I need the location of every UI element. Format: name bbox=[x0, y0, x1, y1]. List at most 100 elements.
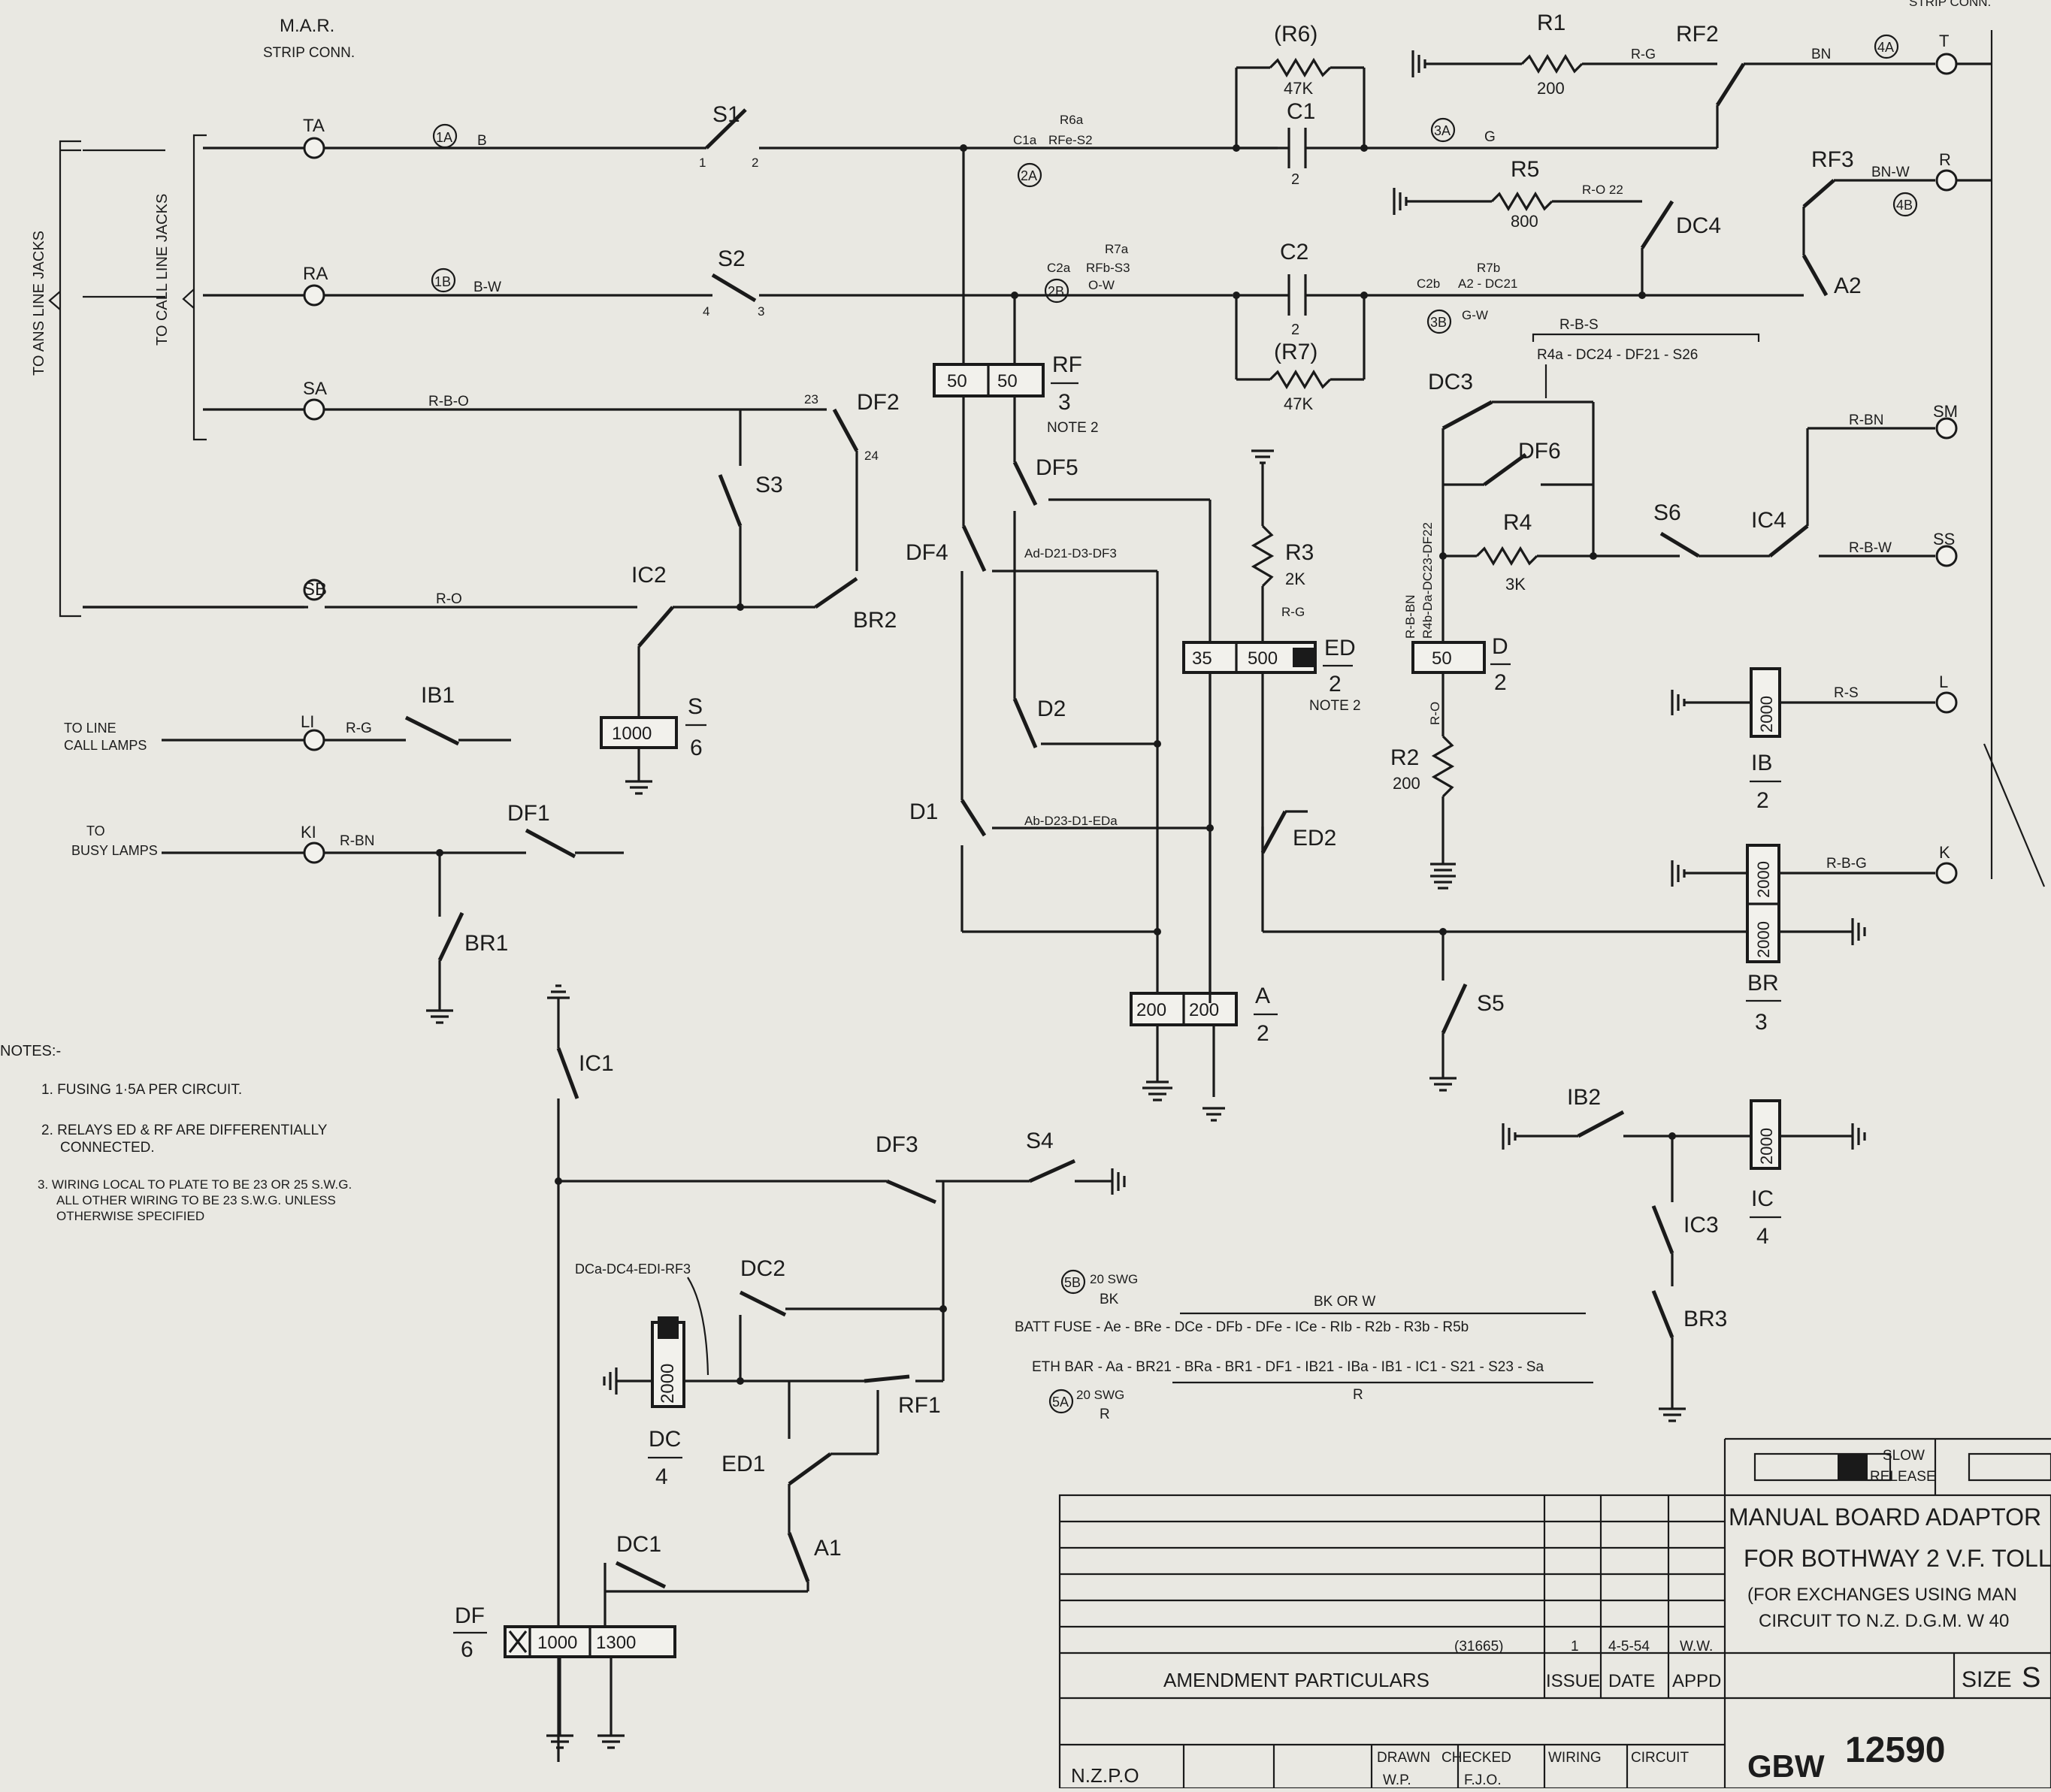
ring-tag-5b: 5B bbox=[1060, 1269, 1086, 1295]
svg-text:DATE: DATE bbox=[1608, 1671, 1655, 1691]
wire-d1-note: Ab-D23-D1-EDa bbox=[1024, 814, 1118, 828]
call-jacks-bracket bbox=[192, 134, 207, 441]
terminal-k1 bbox=[303, 842, 325, 864]
svg-text:5B: 5B bbox=[1064, 1275, 1081, 1290]
wire-sm-rbn: R-BN bbox=[1849, 412, 1883, 428]
svg-text:R-O: R-O bbox=[1428, 702, 1442, 725]
label-df1: DF1 bbox=[507, 801, 550, 826]
svg-text:500: 500 bbox=[1248, 648, 1278, 669]
wire-k1-rbn: R-BN bbox=[340, 833, 374, 849]
switch-s2 bbox=[711, 273, 757, 303]
ed-note2: NOTE 2 bbox=[1309, 698, 1361, 714]
svg-text:R-G: R-G bbox=[1631, 47, 1656, 62]
switch-df6 bbox=[1483, 452, 1527, 487]
note-3c: OTHERWISE SPECIFIED bbox=[56, 1209, 204, 1223]
notes-title: NOTES:- bbox=[0, 1043, 61, 1059]
label-d1: D1 bbox=[909, 799, 938, 824]
relay-br-name: BR bbox=[1747, 971, 1779, 996]
relay-d-coil bbox=[1411, 641, 1486, 674]
svg-text:2A: 2A bbox=[1021, 168, 1037, 183]
svg-text:3B: 3B bbox=[1430, 315, 1447, 330]
svg-text:BK OR W: BK OR W bbox=[1314, 1294, 1375, 1310]
label-s5: S5 bbox=[1477, 991, 1505, 1016]
label-br1: BR1 bbox=[464, 931, 508, 956]
relay-a-number: 2 bbox=[1257, 1021, 1269, 1046]
svg-text:R7a: R7a bbox=[1105, 242, 1129, 256]
terminal-k bbox=[1935, 862, 1958, 884]
terminal-sa-label: SA bbox=[303, 379, 327, 399]
label-br2: BR2 bbox=[853, 608, 897, 633]
label-ic1: IC1 bbox=[579, 1051, 614, 1076]
drawing-number: 12590 bbox=[1845, 1730, 1945, 1770]
svg-text:SIZE: SIZE bbox=[1962, 1667, 2012, 1692]
svg-text:4: 4 bbox=[703, 304, 709, 319]
svg-text:R7b: R7b bbox=[1477, 261, 1500, 275]
terminal-ss-label: SS bbox=[1933, 530, 1955, 548]
ans-jacks-bracket bbox=[59, 140, 81, 618]
svg-text:R-B-BN: R-B-BN bbox=[1403, 594, 1417, 639]
label-s2: S2 bbox=[718, 246, 746, 271]
relay-a-name: A bbox=[1255, 984, 1270, 1008]
svg-text:2000: 2000 bbox=[1757, 696, 1776, 733]
switch-d2 bbox=[1012, 698, 1038, 748]
label-df3: DF3 bbox=[876, 1132, 918, 1157]
svg-text:O-W: O-W bbox=[1088, 278, 1115, 292]
switch-s3 bbox=[718, 474, 743, 527]
terminal-l1 bbox=[303, 729, 325, 751]
terminal-sb-label: SB bbox=[303, 579, 327, 600]
svg-text:1B: 1B bbox=[434, 274, 451, 289]
switch-dc4 bbox=[1640, 200, 1674, 249]
svg-text:2000: 2000 bbox=[1754, 921, 1773, 958]
label-ib2: IB2 bbox=[1567, 1085, 1601, 1110]
wire-sa-rbo: R-B-O bbox=[428, 394, 469, 409]
svg-text:C2b: C2b bbox=[1417, 277, 1440, 291]
svg-text:G-W: G-W bbox=[1462, 308, 1488, 322]
relay-ib-coil bbox=[1750, 667, 1781, 738]
switch-ed1 bbox=[788, 1452, 832, 1486]
terminal-l-label: L bbox=[1939, 672, 1948, 691]
ring-tag-5a: 5A bbox=[1048, 1389, 1074, 1414]
relay-ib-number: 2 bbox=[1756, 788, 1769, 813]
svg-text:1000: 1000 bbox=[537, 1633, 577, 1653]
terminal-k-label: K bbox=[1939, 843, 1950, 862]
wire-ta-b: B bbox=[477, 133, 487, 149]
relay-rf-name: RF bbox=[1052, 352, 1082, 377]
terminal-r bbox=[1935, 169, 1958, 192]
label-ic4: IC4 bbox=[1751, 508, 1786, 533]
label-a1: A1 bbox=[814, 1536, 842, 1561]
label-rf2: RF2 bbox=[1676, 22, 1719, 47]
relay-br-number: 3 bbox=[1755, 1010, 1768, 1035]
label-dc1: DC1 bbox=[616, 1532, 661, 1557]
line-lamps-label-1: TO LINE bbox=[64, 721, 116, 736]
title-line-2: FOR BOTHWAY 2 V.F. TOLL bbox=[1744, 1545, 2051, 1572]
svg-text:R6a: R6a bbox=[1060, 113, 1084, 127]
svg-text:23: 23 bbox=[804, 392, 818, 406]
svg-text:F.J.O.: F.J.O. bbox=[1464, 1772, 1502, 1788]
note-3b: ALL OTHER WIRING TO BE 23 S.W.G. UNLESS bbox=[56, 1193, 336, 1207]
svg-text:50: 50 bbox=[1432, 648, 1452, 669]
svg-text:ISSUE: ISSUE bbox=[1546, 1671, 1600, 1691]
svg-text:3: 3 bbox=[758, 304, 764, 319]
terminal-ss bbox=[1935, 545, 1958, 567]
svg-text:4-5-54: 4-5-54 bbox=[1608, 1639, 1650, 1655]
switch-a1 bbox=[787, 1532, 810, 1582]
relay-ed-name: ED bbox=[1324, 636, 1356, 660]
svg-text:2B: 2B bbox=[1048, 284, 1064, 299]
svg-text:DRAWN: DRAWN bbox=[1377, 1750, 1430, 1766]
svg-text:CIRCUIT: CIRCUIT bbox=[1631, 1750, 1689, 1766]
size-value: S bbox=[2022, 1662, 2040, 1694]
relay-ic-coil bbox=[1750, 1099, 1781, 1170]
switch-s4 bbox=[1028, 1159, 1076, 1183]
relay-ic-name: IC bbox=[1751, 1186, 1774, 1211]
switch-df2 bbox=[832, 408, 859, 452]
ring-tag-2b: 2B bbox=[1044, 278, 1069, 304]
wire-dc-note: DCa-DC4-EDI-RF3 bbox=[575, 1262, 691, 1277]
label-dc4: DC4 bbox=[1676, 213, 1721, 238]
resistor-r6 bbox=[1269, 57, 1332, 78]
label-ed2: ED2 bbox=[1293, 826, 1336, 851]
svg-text:A2 - DC21: A2 - DC21 bbox=[1458, 277, 1517, 291]
eth-bar-line: ETH BAR - Aa - BR21 - BRa - BR1 - DF1 - … bbox=[1032, 1359, 1544, 1375]
ring-tag-3b: 3B bbox=[1426, 309, 1452, 334]
svg-text:800: 800 bbox=[1511, 212, 1538, 231]
ring-tag-4b: 4B bbox=[1892, 192, 1918, 217]
